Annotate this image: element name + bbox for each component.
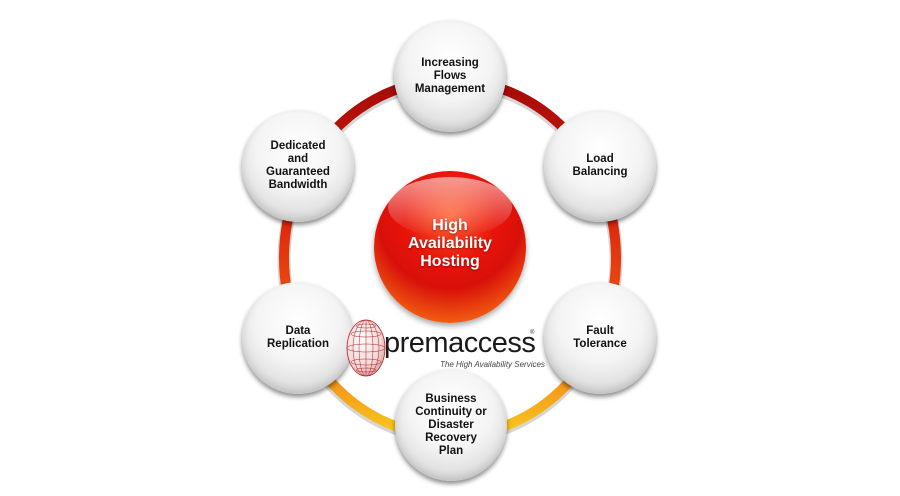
logo-registered-mark: ® xyxy=(530,330,535,336)
node-label: Fault Tolerance xyxy=(573,325,627,350)
node-load-balancing: Load Balancing xyxy=(544,110,656,222)
logo-tagline: The High Availability Services xyxy=(440,360,545,369)
node-increasing-flows-management: Increasing Flows Management xyxy=(394,20,506,132)
node-label: Data Replication xyxy=(267,325,329,350)
node-label: Load Balancing xyxy=(572,153,628,178)
node-dedicated-bandwidth: Dedicated and Guaranteed Bandwidth xyxy=(242,110,354,222)
globe-icon xyxy=(346,319,386,377)
node-business-continuity: Business Continuity or Disaster Recovery… xyxy=(395,369,507,481)
node-data-replication: Data Replication xyxy=(242,282,354,394)
node-label: Business Continuity or Disaster Recovery… xyxy=(415,392,487,457)
center-hub: High Availability Hosting xyxy=(374,171,526,323)
logo-wordmark: premaccess xyxy=(384,327,536,359)
node-label: Increasing Flows Management xyxy=(414,56,486,95)
node-label: Dedicated and Guaranteed Bandwidth xyxy=(266,140,330,191)
premaccess-logo: premaccess ® The High Availability Servi… xyxy=(344,318,545,380)
node-fault-tolerance: Fault Tolerance xyxy=(544,282,656,394)
center-hub-label: High Availability Hosting xyxy=(408,217,492,270)
